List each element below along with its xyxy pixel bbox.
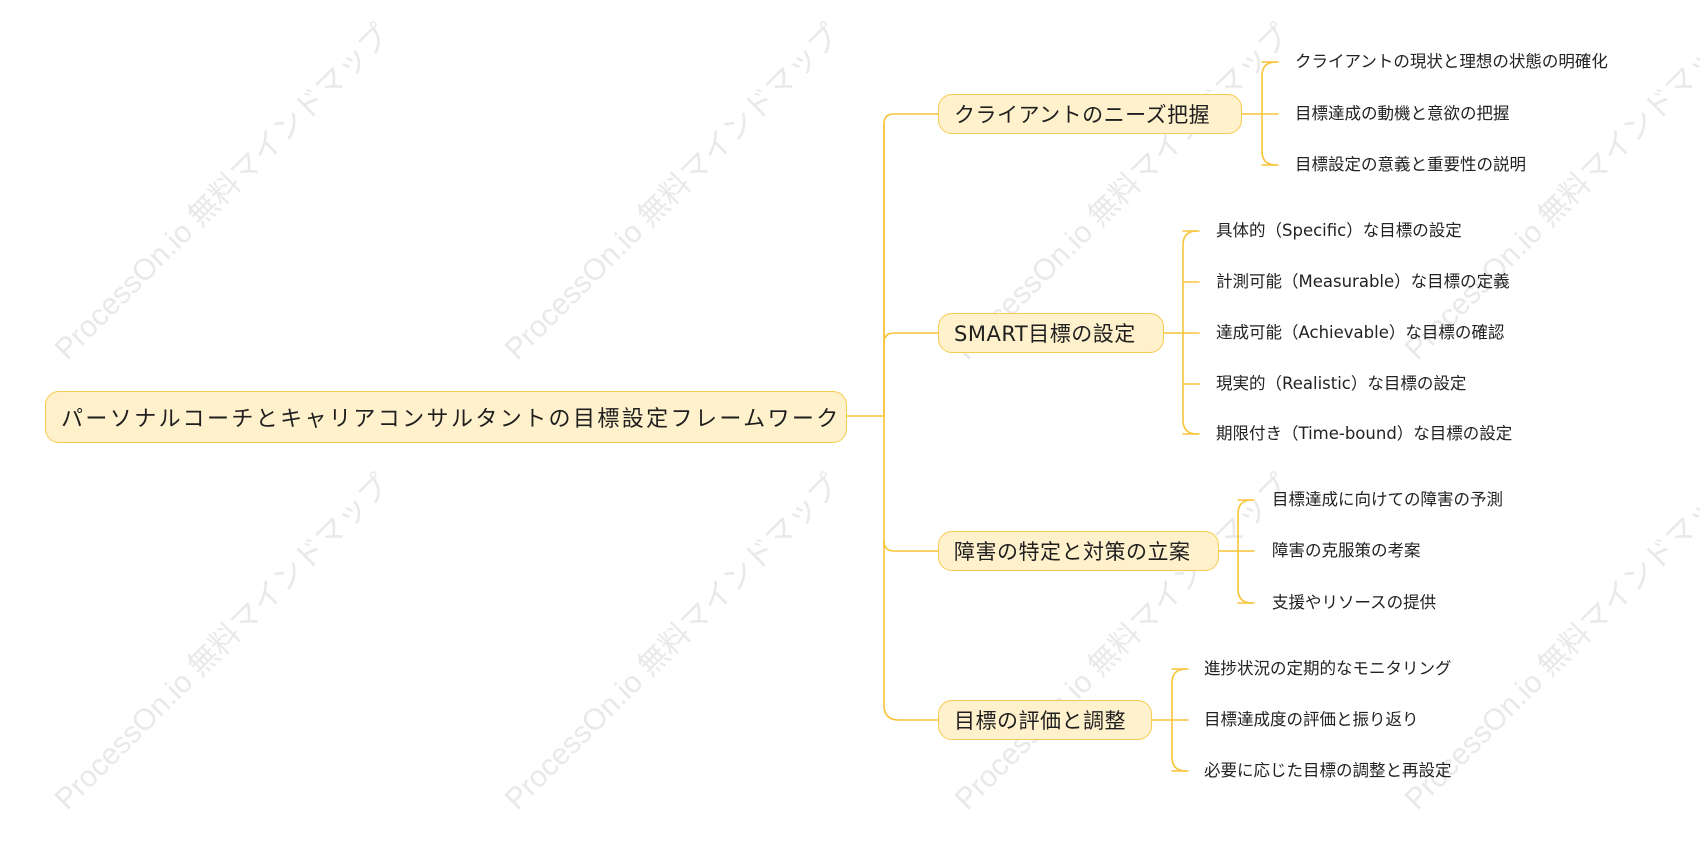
branch-topic-label: 障害の特定と対策の立案 [954, 540, 1191, 564]
connector-trunk [883, 113, 939, 417]
root-topic[interactable]: パーソナルコーチとキャリアコンサルタントの目標設定フレームワーク [45, 391, 847, 443]
connector-branch-3 [883, 540, 939, 552]
leaf-topic[interactable]: 計測可能（Measurable）な目標の定義 [1216, 272, 1510, 291]
leaf-topic[interactable]: 目標達成に向けての障害の予測 [1272, 490, 1503, 509]
leaf-topic[interactable]: 支援やリソースの提供 [1272, 593, 1437, 612]
leaf-topic[interactable]: 目標達成の動機と意欲の把握 [1295, 104, 1510, 123]
leaf-topic[interactable]: 目標設定の意義と重要性の説明 [1295, 155, 1526, 174]
leaf-topic[interactable]: 障害の克服策の考案 [1272, 541, 1421, 560]
connector-branch-2 [883, 332, 939, 344]
branch-topic-label: クライアントのニーズ把握 [954, 103, 1211, 127]
branch-topic-label: SMART目標の設定 [954, 322, 1136, 346]
leaf-topic[interactable]: 期限付き（Time-bound）な目標の設定 [1216, 424, 1513, 443]
leaf-topic[interactable]: 目標達成度の評価と振り返り [1204, 710, 1419, 729]
root-topic-label: パーソナルコーチとキャリアコンサルタントの目標設定フレームワーク [61, 407, 841, 432]
leaf-topic[interactable]: クライアントの現状と理想の状態の明確化 [1295, 52, 1608, 71]
leaf-topic[interactable]: 現実的（Realistic）な目標の設定 [1216, 374, 1467, 393]
leaf-topic[interactable]: 具体的（Specific）な目標の設定 [1216, 221, 1462, 240]
branch-topic-evaluation[interactable]: 目標の評価と調整 [938, 700, 1152, 740]
leaf-topic[interactable]: 必要に応じた目標の調整と再設定 [1204, 761, 1452, 780]
branch-topic-obstacles[interactable]: 障害の特定と対策の立案 [938, 531, 1219, 571]
leaf-topic[interactable]: 達成可能（Achievable）な目標の確認 [1216, 323, 1505, 342]
leaf-topic[interactable]: 進捗状況の定期的なモニタリング [1204, 659, 1452, 678]
branch-topic-smart-goals[interactable]: SMART目標の設定 [938, 313, 1164, 353]
branch-topic-client-needs[interactable]: クライアントのニーズ把握 [938, 94, 1242, 134]
branch-topic-label: 目標の評価と調整 [954, 709, 1126, 733]
connector-trunk [883, 123, 939, 721]
